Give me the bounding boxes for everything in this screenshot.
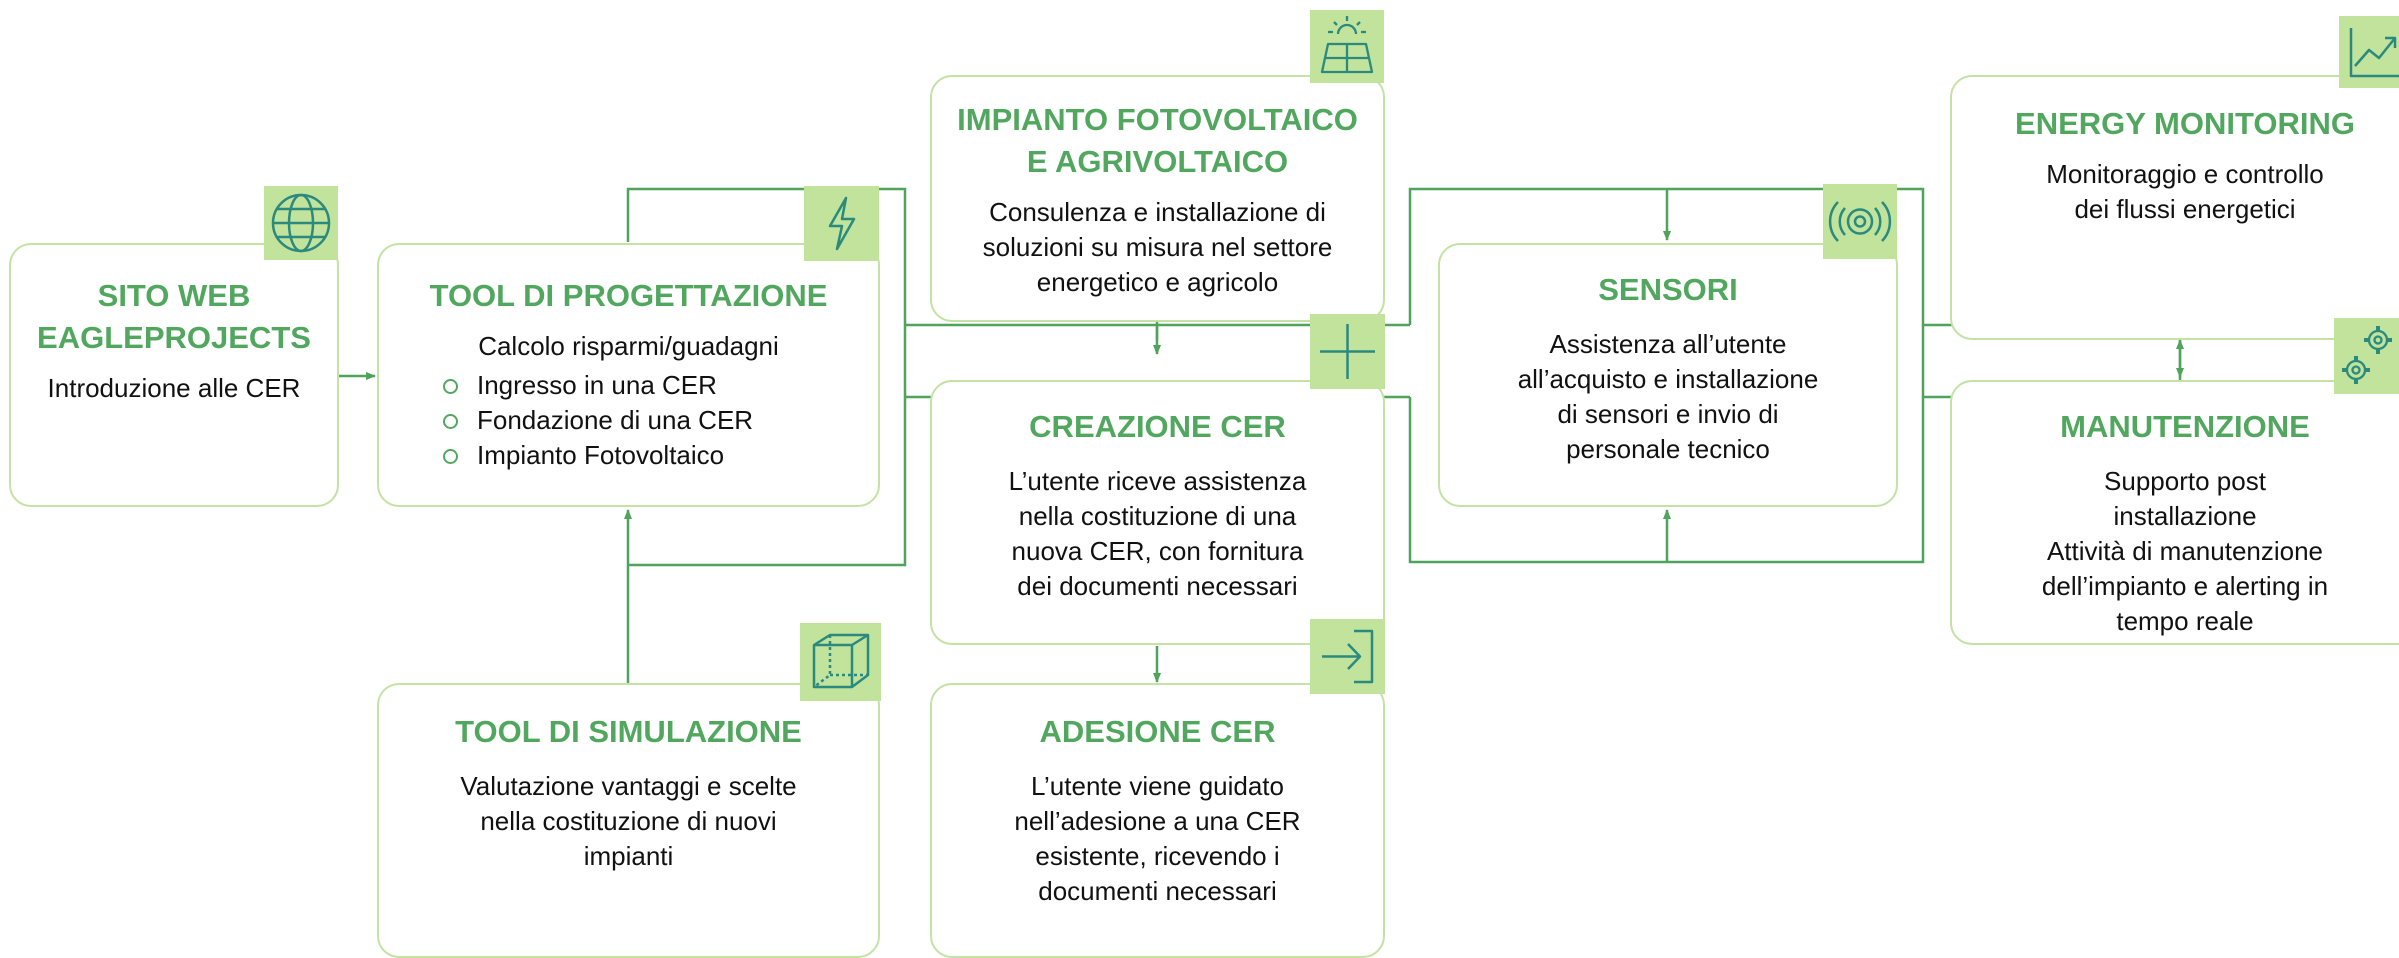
node-description: L’utente riceve assistenza nella costitu… [1008,466,1307,601]
node-description: Supporto post installazione Attività di … [2041,466,2329,636]
node-description: Calcolo risparmi/guadagni [478,331,779,361]
node-title: TOOL DI SIMULAZIONE [455,714,802,749]
node-title: CREAZIONE CER [1029,409,1286,444]
chart-line-icon [2339,16,2399,88]
node-impianto-fotovoltaico: IMPIANTO FOTOVOLTAICO E AGRIVOLTAICO Con… [930,75,1385,322]
node-title: ADESIONE CER [1039,714,1276,749]
node-sensori: SENSORI Assistenza all’utente all’acquis… [1438,243,1898,507]
node-description: Assistenza all’utente all’acquisto e ins… [1517,329,1819,464]
sensor-icon [1823,184,1897,259]
node-title: ENERGY MONITORING [2015,106,2355,141]
node-description: Monitoraggio e controllo dei flussi ener… [2046,159,2324,224]
node-title: TOOL DI PROGETTAZIONE [429,278,828,313]
gears-icon [2334,318,2399,394]
node-title: MANUTENZIONE [2060,409,2310,444]
node-title: SITO WEB EAGLEPROJECTS [37,278,311,355]
node-description: Consulenza e installazione di soluzioni … [982,197,1333,297]
node-description: L’utente viene guidato nell’adesione a u… [1014,771,1301,906]
node-manutenzione: MANUTENZIONE Supporto post installazione… [1950,380,2399,645]
globe-icon [264,186,338,260]
node-description: Valutazione vantaggi e scelte nella cost… [460,771,797,871]
node-description: Introduzione alle CER [47,373,301,403]
bullet-list: Ingresso in una CER Fondazione di una CE… [439,368,878,473]
node-energy-monitoring: ENERGY MONITORING Monitoraggio e control… [1950,75,2399,340]
node-tool-simulazione: TOOL DI SIMULAZIONE Valutazione vantaggi… [377,683,880,958]
solar-panel-icon [1310,10,1384,83]
list-item: Fondazione di una CER [439,403,878,438]
list-item: Impianto Fotovoltaico [439,438,878,473]
node-title: IMPIANTO FOTOVOLTAICO E AGRIVOLTAICO [957,102,1358,179]
node-tool-progettazione: TOOL DI PROGETTAZIONE Calcolo risparmi/g… [377,243,880,507]
lightning-icon [804,186,879,261]
login-arrow-icon [1310,619,1385,694]
node-sito-web: SITO WEB EAGLEPROJECTS Introduzione alle… [9,243,339,507]
cube-icon [800,623,881,701]
node-creazione-cer: CREAZIONE CER L’utente riceve assistenza… [930,380,1385,645]
list-item: Ingresso in una CER [439,368,878,403]
node-adesione-cer: ADESIONE CER L’utente viene guidato nell… [930,683,1385,958]
node-title: SENSORI [1598,272,1738,307]
plus-icon [1310,314,1385,389]
